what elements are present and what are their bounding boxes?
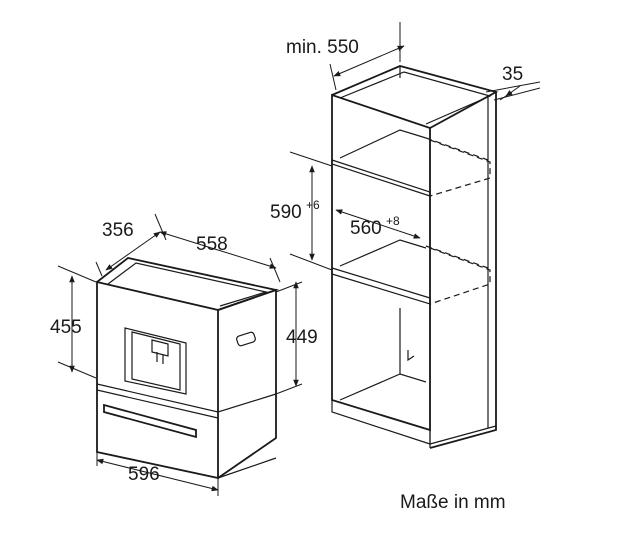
dim-appliance-depth: 356: [102, 220, 134, 241]
side-handle-icon: [236, 331, 256, 347]
dim-appliance-width-top: 558: [196, 234, 228, 255]
dim-appliance-height-total: 455: [50, 317, 82, 338]
dim-cabinet-depth-offset: 35: [502, 64, 523, 85]
cabinet-drawing: [331, 65, 499, 449]
control-recess: [124, 327, 187, 395]
drawer-seam: [96, 383, 277, 413]
units-caption: Maße in mm: [400, 492, 506, 513]
appliance-side: [217, 288, 277, 479]
shelf-extension-lower: [429, 247, 491, 305]
dim-appliance-height-front: 449: [286, 327, 318, 348]
dim-appliance-width-bottom: 596: [128, 464, 160, 485]
shelf-extension-upper: [429, 139, 491, 197]
appliance-front: [96, 280, 219, 480]
appliance-drawing: [96, 257, 280, 480]
dim-niche-width-tolerance: +8: [386, 214, 400, 228]
coffee-outlet-icon: [151, 339, 169, 364]
drawer-handle-icon: [103, 403, 197, 439]
cabinet-dimensions: [289, 22, 541, 271]
dim-niche-height-tolerance: +6: [306, 198, 320, 212]
appliance-dimensions: [57, 213, 303, 496]
dim-niche-width: 560: [350, 218, 382, 239]
dim-cabinet-min-width: min. 550: [286, 37, 359, 58]
dim-niche-height: 590: [270, 202, 302, 223]
